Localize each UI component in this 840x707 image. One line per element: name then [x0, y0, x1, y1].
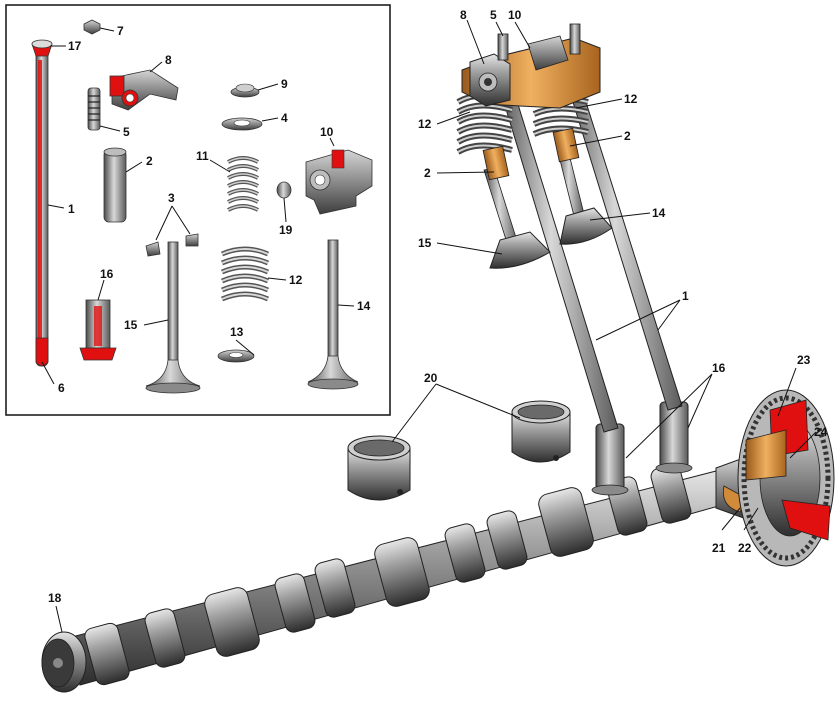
main-label-22: 22 [738, 541, 752, 555]
inset-label-3: 3 [168, 191, 175, 205]
inset-label-12: 12 [289, 273, 303, 287]
inset-valve-guide [103, 147, 127, 223]
inset-label-19: 19 [279, 223, 293, 237]
inset-label-10: 10 [320, 125, 334, 139]
main-label-21: 21 [712, 541, 726, 555]
main-assembly: 8 5 10 12 12 2 2 14 15 1 16 20 23 24 21 … [41, 8, 835, 693]
inset-label-2: 2 [146, 154, 153, 168]
inset-rotator-washer [221, 117, 263, 131]
main-label-24: 24 [814, 425, 828, 439]
main-valves [483, 141, 613, 269]
inset-label-14: 14 [357, 299, 371, 313]
inset-intake-valve [145, 241, 201, 394]
inset-label-4: 4 [281, 111, 288, 125]
inset-valve-cap [276, 181, 292, 199]
inset-label-17: 17 [68, 39, 82, 53]
inset-label-13: 13 [230, 325, 244, 339]
inset-inner-spring [227, 156, 259, 212]
inset-panel: 17 1 6 7 8 5 2 3 9 4 11 10 19 12 13 14 1… [5, 4, 391, 416]
inset-label-11: 11 [196, 149, 209, 163]
inset-adjusting-screw [87, 87, 101, 131]
inset-rocker-bracket [305, 149, 373, 215]
main-label-2-right: 2 [624, 129, 631, 143]
inset-label-1: 1 [68, 202, 75, 216]
inset-exhaust-valve [307, 239, 359, 390]
main-label-15: 15 [418, 236, 432, 250]
inset-valve-keepers [145, 233, 199, 257]
inset-adjusting-nut [83, 19, 101, 35]
inset-label-5: 5 [123, 125, 130, 139]
camshaft-bearing-right [511, 400, 571, 463]
inset-label-15: 15 [124, 318, 138, 332]
main-label-18: 18 [48, 591, 62, 605]
cam-gear [737, 389, 835, 567]
camshaft-bearing-left [347, 435, 411, 501]
inset-pushrod [31, 39, 53, 367]
main-label-14: 14 [652, 206, 666, 220]
inset-label-16: 16 [100, 267, 114, 281]
camshaft-lobes [84, 464, 692, 686]
main-label-10: 10 [508, 8, 522, 22]
inset-label-6: 6 [58, 381, 65, 395]
main-label-8: 8 [460, 8, 467, 22]
main-label-5: 5 [490, 8, 497, 22]
main-label-12-right: 12 [624, 92, 638, 106]
inset-label-7: 7 [117, 24, 124, 38]
main-label-23: 23 [797, 353, 811, 367]
inset-spring-retainer [230, 83, 260, 98]
inset-rocker-arm [109, 69, 179, 111]
inset-label-8: 8 [165, 53, 172, 67]
inset-spring-seat [217, 349, 255, 363]
main-label-2-left: 2 [424, 166, 431, 180]
main-label-1: 1 [682, 289, 689, 303]
inset-leader-lines [41, 27, 355, 385]
main-leader-lines [55, 19, 817, 633]
camshaft [41, 464, 741, 693]
main-label-16: 16 [712, 361, 726, 375]
main-label-12-left: 12 [418, 117, 432, 131]
main-label-20: 20 [424, 371, 438, 385]
inset-tappet [79, 299, 117, 361]
main-rocker-assembly [461, 23, 601, 109]
inset-outer-spring [221, 246, 269, 302]
inset-label-9: 9 [281, 77, 288, 91]
